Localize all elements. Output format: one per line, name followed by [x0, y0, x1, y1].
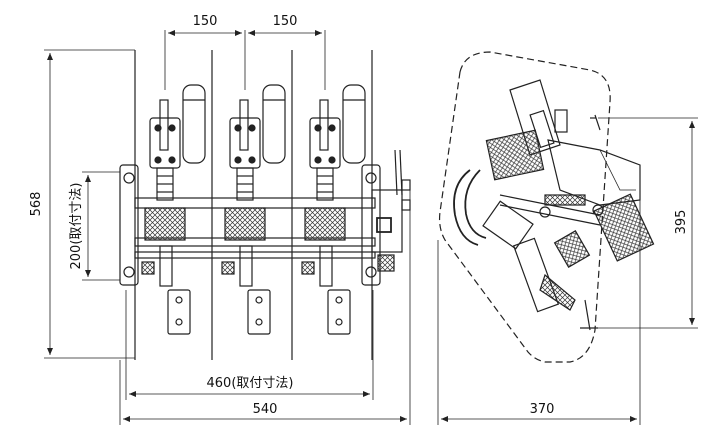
overall-height-label: 568 [29, 192, 44, 217]
pole-3 [301, 84, 366, 335]
pole-2 [221, 84, 286, 335]
side-mechanism [453, 79, 655, 331]
front-view: 150 150 568 200(取付寸法) 460(取付寸法) 540 [29, 14, 411, 425]
side-depth-label: 370 [530, 402, 555, 417]
overall-width-label: 540 [253, 402, 278, 417]
dimension-lines-side [437, 117, 698, 425]
barrier-plates [134, 50, 373, 360]
operating-mechanism [371, 149, 411, 272]
phase-pitch-label-1: 150 [193, 14, 218, 29]
side-view: 395 370 [437, 51, 698, 425]
mount-height-label: 200(取付寸法) [69, 183, 84, 270]
phase-pitch-label-2: 150 [273, 14, 298, 29]
swing-envelope-outline [438, 51, 611, 363]
side-height-label: 395 [674, 210, 689, 235]
mount-width-label: 460(取付寸法) [207, 376, 294, 391]
dimension-lines-front [44, 30, 411, 425]
pole-1 [141, 84, 206, 335]
front-dimension-labels: 150 150 568 200(取付寸法) 460(取付寸法) 540 [29, 14, 297, 417]
side-dimension-labels: 395 370 [530, 210, 689, 417]
